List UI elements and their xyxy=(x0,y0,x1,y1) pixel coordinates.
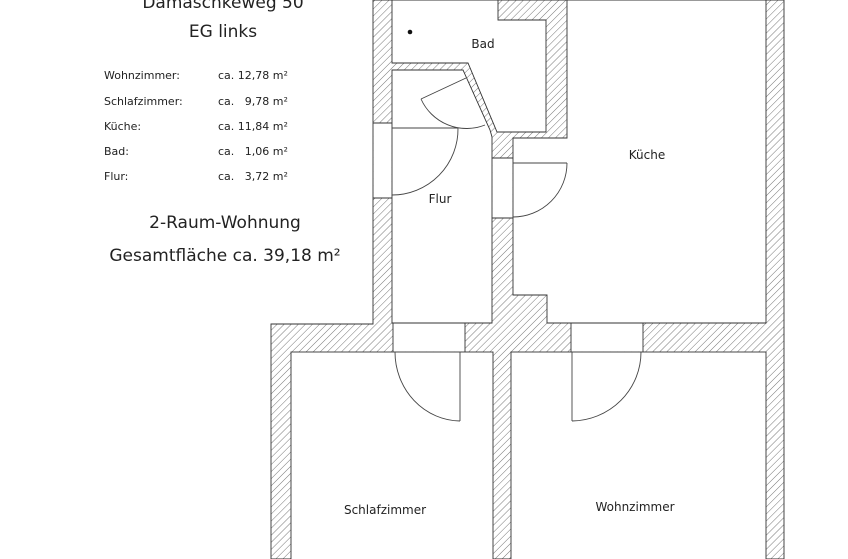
door-entrance xyxy=(391,127,459,196)
room-wohnzimmer xyxy=(510,351,767,559)
label-bad: Bad xyxy=(471,37,494,51)
bedroom-opening xyxy=(393,323,465,352)
area-label: Schlafzimmer: xyxy=(104,95,183,108)
entrance-opening xyxy=(373,123,392,198)
area-value: ca. 3,72 m² xyxy=(218,170,288,183)
area-label: Küche: xyxy=(104,120,141,133)
door-wohnzimmer xyxy=(571,351,642,422)
floor-subtitle: EG links xyxy=(189,22,257,42)
livingroom-opening xyxy=(571,323,643,352)
total-area: Gesamtfläche ca. 39,18 m² xyxy=(109,246,340,266)
label-schlafzimmer: Schlafzimmer xyxy=(344,503,426,517)
label-kueche: Küche xyxy=(629,148,665,162)
door-kueche xyxy=(512,162,568,218)
door-bad xyxy=(420,77,486,129)
label-flur: Flur xyxy=(429,192,452,206)
room-bad xyxy=(391,0,547,133)
area-value: ca. 12,78 m² xyxy=(218,69,288,82)
area-value: ca. 9,78 m² xyxy=(218,95,288,108)
kitchen-opening xyxy=(492,158,513,218)
door-schlafzimmer xyxy=(394,351,461,422)
label-wohnzimmer: Wohnzimmer xyxy=(595,500,674,514)
area-label: Bad: xyxy=(104,145,129,158)
area-list: Wohnzimmer: ca. 12,78 m² Schlafzimmer: c… xyxy=(104,69,288,183)
room-schlafzimmer xyxy=(290,351,494,559)
apartment-type: 2-Raum-Wohnung xyxy=(149,213,301,233)
area-label: Flur: xyxy=(104,170,128,183)
address-title: Damaschkeweg 50 xyxy=(142,0,303,13)
area-label: Wohnzimmer: xyxy=(104,69,180,82)
room-flur xyxy=(391,69,493,324)
drain-icon xyxy=(407,29,413,35)
room-kueche xyxy=(512,0,767,324)
area-value: ca. 1,06 m² xyxy=(218,145,288,158)
area-value: ca. 11,84 m² xyxy=(218,120,288,133)
